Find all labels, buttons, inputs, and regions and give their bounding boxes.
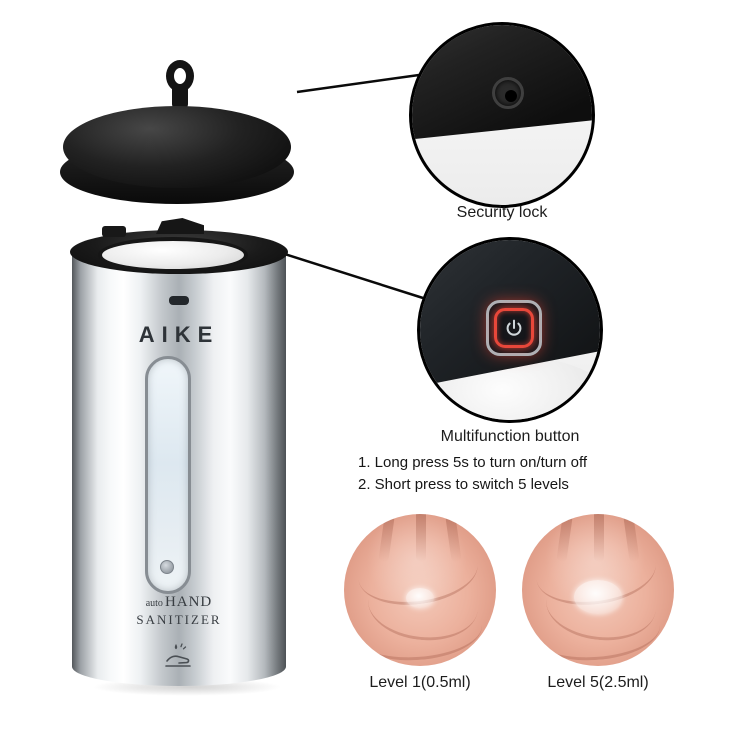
multifunction-button-detail-photo <box>417 237 603 423</box>
dispenser-cap <box>63 106 291 188</box>
ir-sensor-icon <box>169 296 189 305</box>
finger-shading <box>594 514 604 562</box>
inner-lid <box>98 237 248 273</box>
level5-hand-photo <box>522 514 674 666</box>
button-instructions: 1. Long press 5s to turn on/turn off 2. … <box>358 452 678 496</box>
label-hand: HAND <box>164 594 213 610</box>
lid-latch <box>156 218 204 234</box>
instruction-line-1: 1. Long press 5s to turn on/turn off <box>358 454 588 471</box>
hook-stem <box>172 88 188 110</box>
sanitizer-drop-small <box>406 588 434 608</box>
security-lock-detail-photo <box>409 22 595 208</box>
label-auto: auto <box>145 598 163 609</box>
level5-label: Level 5(2.5ml) <box>547 674 649 691</box>
power-button-glow-ring <box>494 308 534 348</box>
hand-wash-icon <box>165 643 191 667</box>
callout-line-security <box>296 73 420 94</box>
brand-logo: AIKE <box>138 322 220 347</box>
finger-shading <box>416 514 426 562</box>
level1-label: Level 1(0.5ml) <box>369 674 471 691</box>
level1-hand-photo <box>344 514 496 666</box>
power-button <box>486 300 542 356</box>
instruction-line-2: 2. Short press to switch 5 levels <box>358 476 569 493</box>
multifunction-button-label: Multifunction button <box>440 428 580 445</box>
window-level-indicator <box>160 560 174 574</box>
label-sanitizer: SANITIZER <box>136 612 222 627</box>
lock-keyhole <box>505 90 517 102</box>
security-lock-hole-icon <box>492 77 524 109</box>
sanitizer-drop-large <box>574 580 622 614</box>
power-icon <box>506 319 522 336</box>
lid-clip-left <box>102 226 126 237</box>
security-lock-label: Security lock <box>456 204 548 221</box>
liquid-level-window <box>145 356 191 594</box>
